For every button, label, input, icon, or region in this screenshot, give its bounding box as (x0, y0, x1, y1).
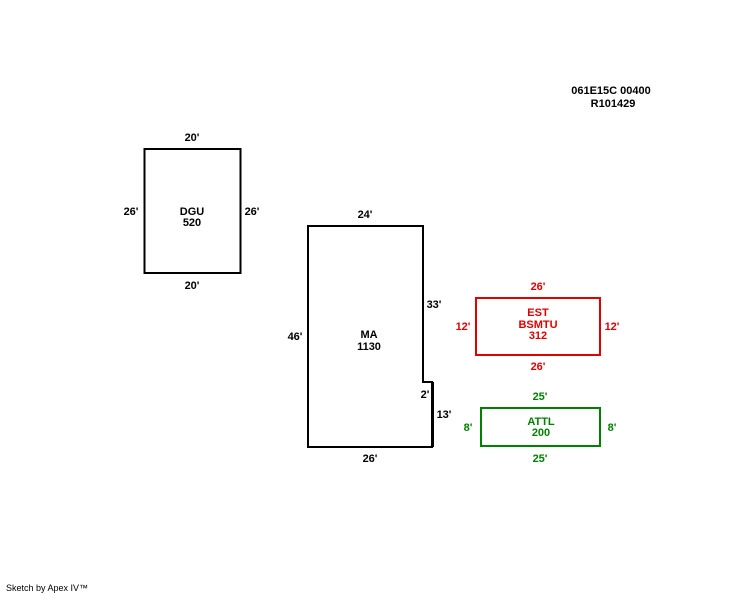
est-subcode: BSMTU (518, 319, 557, 331)
dgu-left-dim: 26' (124, 206, 139, 218)
attl-code: ATTL (527, 416, 555, 428)
ma-right-lower-dim: 13' (437, 409, 452, 421)
attl-right-dim: 8' (608, 422, 617, 434)
est-bottom-dim: 26' (531, 361, 546, 373)
dgu-area: 520 (183, 217, 201, 229)
area-ma[interactable]: 24' 46' 33' 2' 13' 26' MA 1130 (288, 209, 452, 465)
ma-top-dim: 24' (358, 209, 373, 221)
ma-code: MA (360, 329, 377, 341)
est-area: 312 (529, 330, 547, 342)
dgu-outline (143, 148, 242, 274)
ma-left-dim: 46' (288, 331, 303, 343)
area-est[interactable]: 26' 26' 12' 12' EST BSMTU 312 (456, 281, 620, 373)
dgu-top-dim: 20' (185, 132, 200, 144)
attl-area: 200 (532, 427, 550, 439)
attl-bottom-dim: 25' (533, 453, 548, 465)
parcel-ref: R101429 (591, 98, 636, 110)
ma-right-upper-dim: 33' (427, 299, 442, 311)
ma-area: 1130 (357, 341, 381, 353)
area-attl[interactable]: 25' 25' 8' 8' ATTL 200 (464, 391, 617, 465)
est-left-dim: 12' (456, 321, 471, 333)
ma-bottom-dim: 26' (363, 453, 378, 465)
attl-top-dim: 25' (533, 391, 548, 403)
ma-step-dim: 2' (421, 389, 430, 401)
dgu-bottom-dim: 20' (185, 280, 200, 292)
footer-credit: Sketch by Apex IV™ (6, 583, 89, 593)
dgu-code: DGU (180, 206, 205, 218)
attl-left-dim: 8' (464, 422, 473, 434)
est-top-dim: 26' (531, 281, 546, 293)
est-code: EST (527, 307, 549, 319)
est-outline (475, 297, 601, 356)
dgu-right-dim: 26' (245, 206, 260, 218)
attl-outline (480, 407, 601, 447)
est-right-dim: 12' (605, 321, 620, 333)
area-dgu[interactable]: 20' 20' 26' 26' DGU 520 (124, 132, 260, 292)
parcel-id: 061E15C 00400 (571, 85, 651, 97)
